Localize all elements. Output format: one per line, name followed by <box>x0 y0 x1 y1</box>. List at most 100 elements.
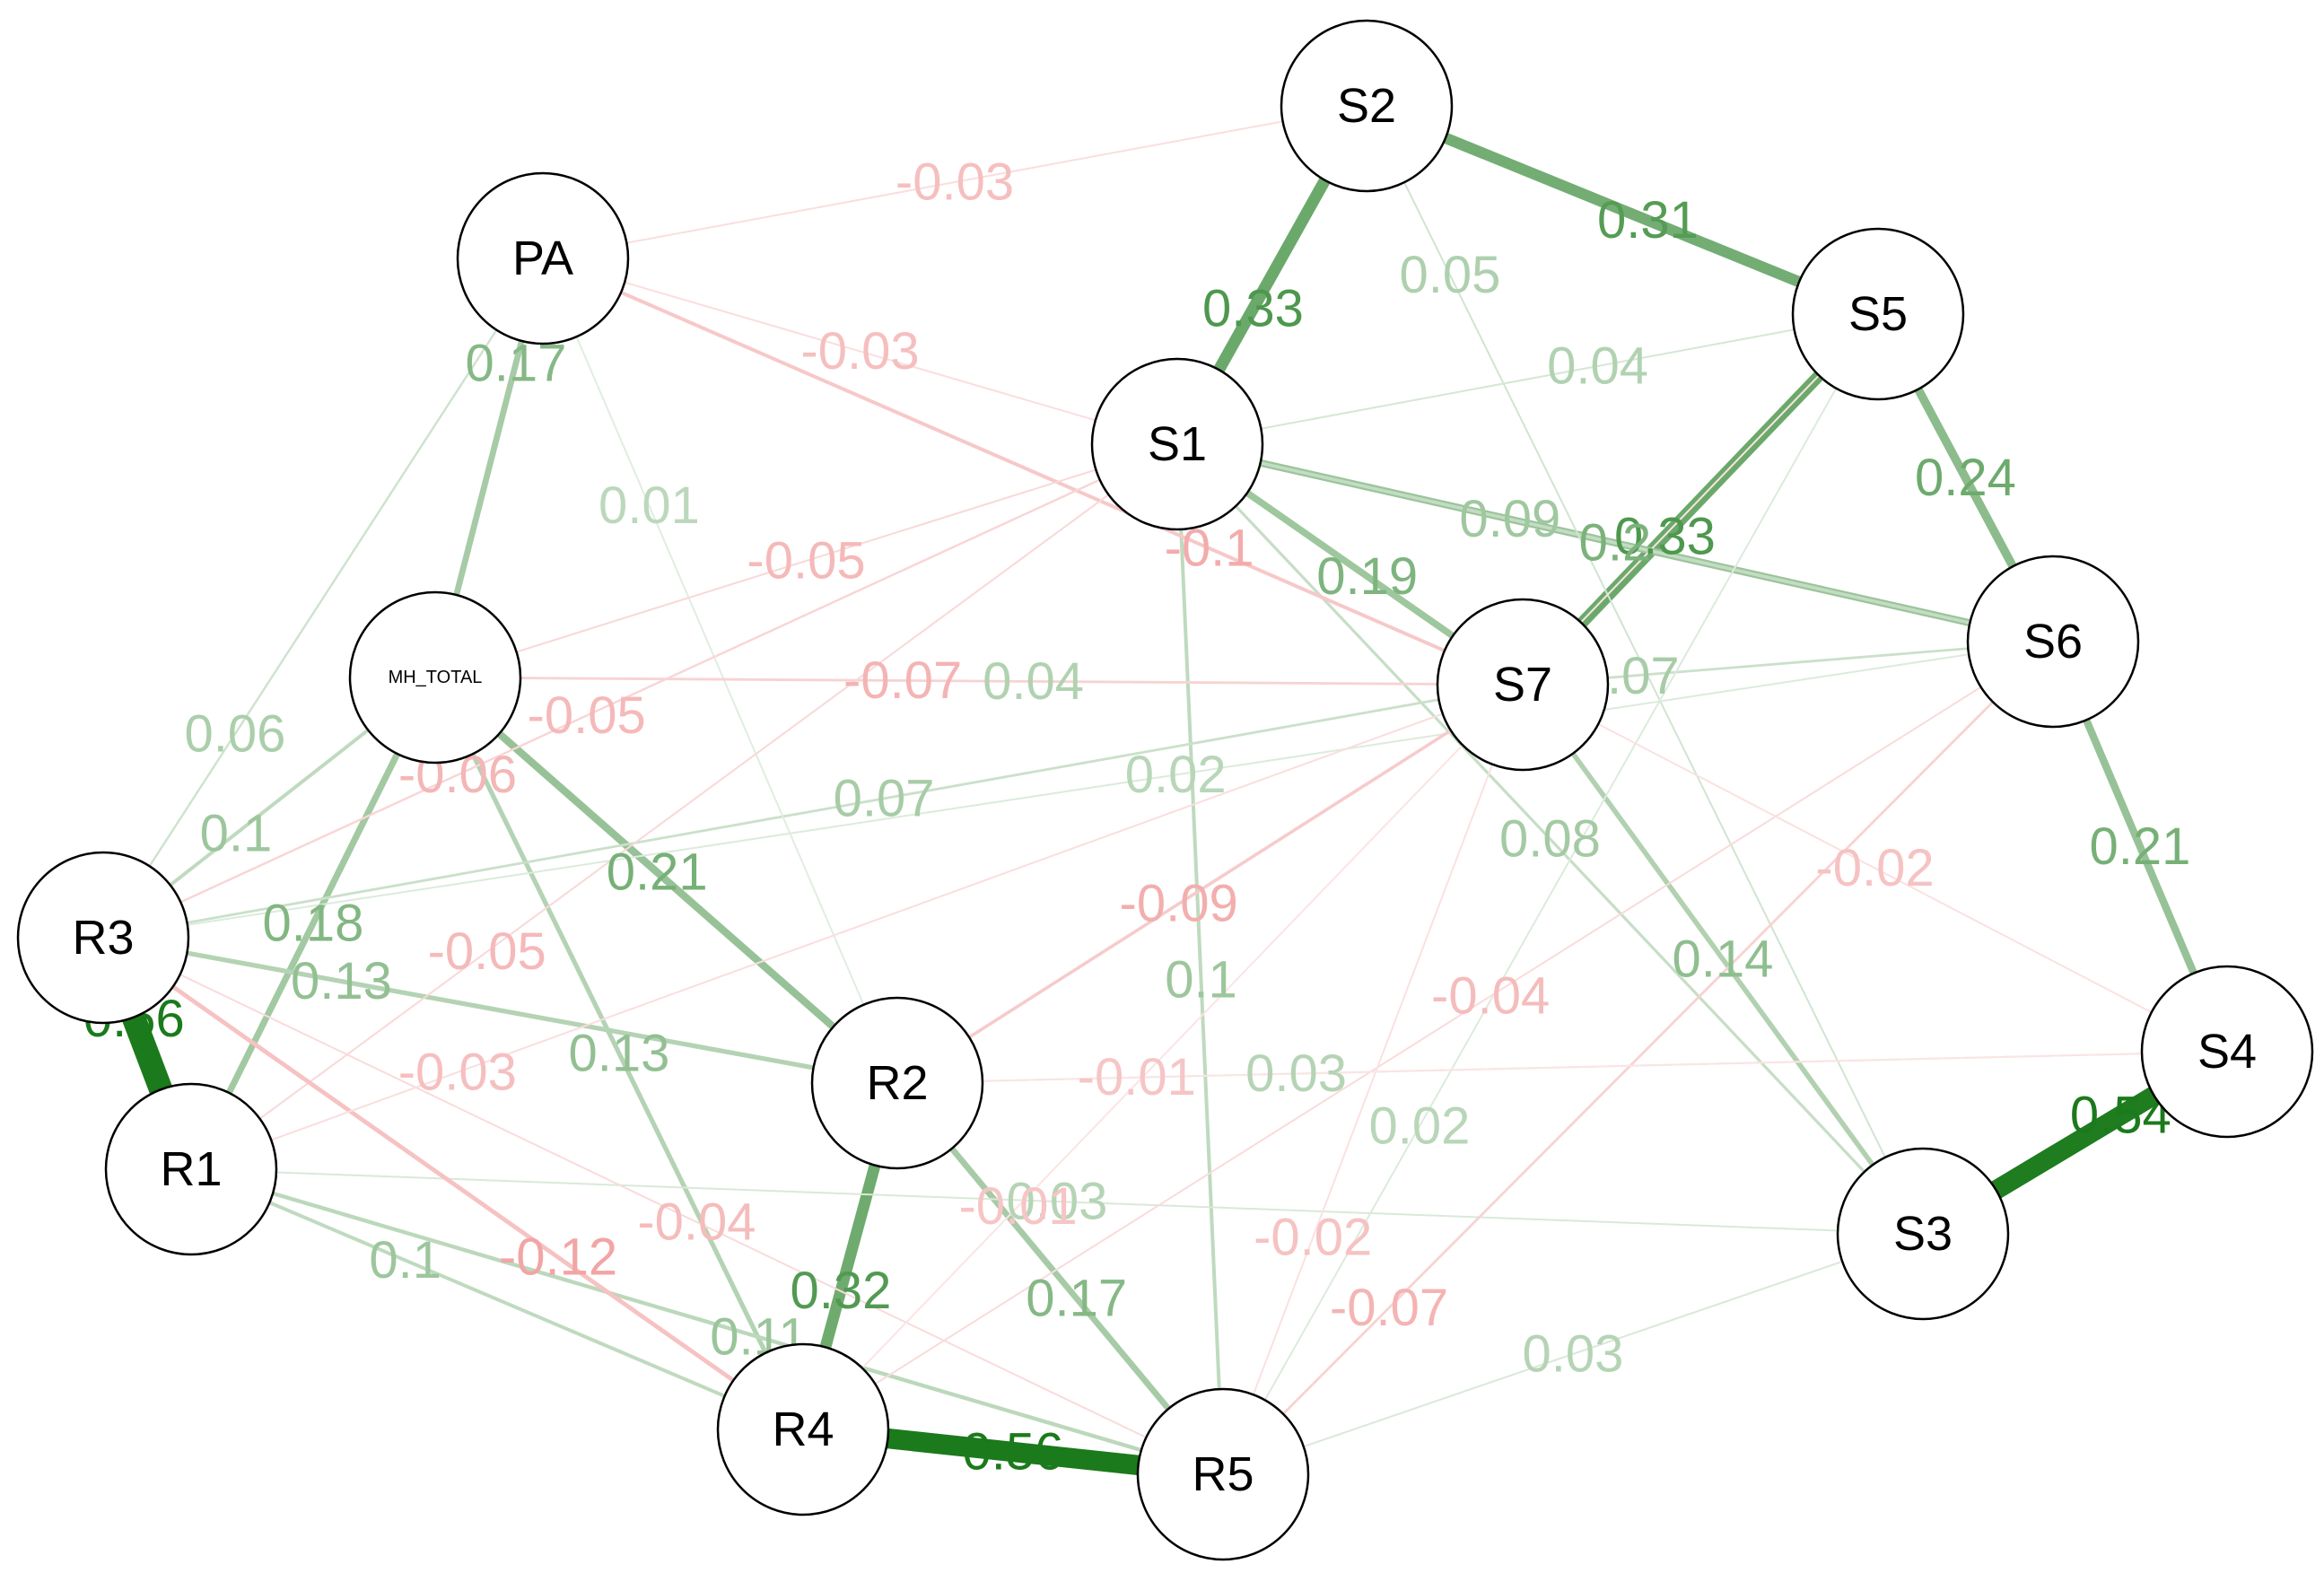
edge-label-r3-r2: 0.13 <box>291 952 392 1010</box>
edge-r5-s3 <box>1222 1233 1924 1475</box>
edge-r5-s5 <box>1222 313 1879 1475</box>
node-s1[interactable]: S1 <box>1090 357 1264 531</box>
edge-label-mh_total-r4: 0.13 <box>569 1025 670 1083</box>
edge-s1-s6 <box>1176 442 2054 643</box>
node-r3[interactable]: R3 <box>16 851 190 1025</box>
node-circle <box>2140 965 2314 1139</box>
edge-s2-s3 <box>1366 105 1924 1235</box>
node-label: S4 <box>2197 1025 2257 1079</box>
node-label: S1 <box>1148 417 1207 471</box>
node-circle <box>1966 555 2140 729</box>
edge-label-r2-s4: -0.01 <box>1078 1048 1196 1106</box>
edge-label-r1-s7: -0.03 <box>398 1044 517 1102</box>
edge-r1-s7 <box>190 684 1524 1170</box>
edge-label-s5-s7: 0.33 <box>1614 507 1716 565</box>
edge-label-s1-s3: 0.08 <box>1499 810 1601 869</box>
edge-mh_total-r1 <box>188 676 439 1171</box>
node-label: R4 <box>772 1403 834 1456</box>
edge-r4-s6 <box>802 641 2054 1430</box>
edge-s2-s5 <box>1364 100 1881 319</box>
node-s3[interactable]: S3 <box>1836 1147 2010 1321</box>
node-mh_total[interactable]: MH_TOTAL <box>348 590 522 765</box>
edge-mh_total-r4 <box>432 676 806 1431</box>
edge-r4-s5 <box>802 313 1879 1430</box>
edge-label-r5-s5: 0.02 <box>1369 1097 1471 1156</box>
node-circle <box>1436 598 1610 772</box>
edge-r2-s7 <box>896 683 1524 1085</box>
node-s5[interactable]: S5 <box>1791 227 1965 401</box>
node-circle <box>456 171 630 345</box>
edge-label-s5-s6: 0.24 <box>1915 449 2016 507</box>
node-label: S2 <box>1337 79 1396 133</box>
node-s2[interactable]: S2 <box>1280 19 1454 193</box>
edge-label-r3-r5: -0.04 <box>637 1193 756 1251</box>
edge-s1-s3 <box>1175 442 1925 1236</box>
edge-pa-s2 <box>542 105 1367 259</box>
node-label: PA <box>512 232 573 285</box>
edge-label-s2-s3: 0.05 <box>1400 246 1501 304</box>
edge-label-s1-s5: 0.04 <box>1547 337 1648 396</box>
node-circle <box>348 590 522 765</box>
edge-r1-s1 <box>190 443 1178 1170</box>
edge-label-mh_total-s1: -0.05 <box>747 532 865 590</box>
edge-label-s2-s1: 0.33 <box>1202 280 1304 338</box>
edge-label-s1-s7: 0.19 <box>1316 547 1418 606</box>
node-s4[interactable]: S4 <box>2140 965 2314 1139</box>
node-r1[interactable]: R1 <box>104 1082 278 1256</box>
edge-s7-s3 <box>1520 683 1926 1236</box>
edge-label-pa-s2: -0.03 <box>896 153 1014 212</box>
edge-mh_total-s7 <box>434 676 1524 686</box>
edge-label-r1-s1: -0.05 <box>428 922 546 981</box>
node-circle <box>16 851 190 1025</box>
node-label: S5 <box>1848 287 1908 341</box>
node-r5[interactable]: R5 <box>1136 1387 1310 1561</box>
node-s6[interactable]: S6 <box>1966 555 2140 729</box>
node-circle <box>810 996 984 1170</box>
edge-label-s1-r5: 0.1 <box>1165 950 1237 1009</box>
node-r2[interactable]: R2 <box>810 996 984 1170</box>
edge-r2-s4 <box>896 1051 2228 1084</box>
node-label: R1 <box>160 1142 222 1196</box>
edge-mh_total-s1 <box>434 443 1178 678</box>
edge-label-s2-s5: 0.31 <box>1597 191 1699 249</box>
edge-label-s6-s4: 0.21 <box>2090 817 2191 876</box>
edge-label-r5-s7: -0.02 <box>1254 1209 1372 1267</box>
edge-label-r3-s1: -0.05 <box>528 686 646 745</box>
node-pa[interactable]: PA <box>456 171 630 345</box>
edge-label-r2-s4: 0.03 <box>1245 1044 1347 1103</box>
edge-label-r5-s6: -0.07 <box>1330 1279 1448 1337</box>
node-circle <box>1836 1147 2010 1321</box>
edge-label-mh_total-s7: -0.07 <box>843 651 962 710</box>
edge-r3-r5 <box>102 937 1224 1475</box>
edge-pa-s7 <box>542 257 1524 686</box>
edge-pa-r3 <box>101 258 545 939</box>
edge-label-r4-s6: -0.04 <box>1431 967 1550 1026</box>
edge-s1-r5 <box>1175 443 1225 1475</box>
node-label: S7 <box>1493 658 1552 712</box>
node-s7[interactable]: S7 <box>1436 598 1610 772</box>
edge-label-mh_total-r3: 0.1 <box>200 805 273 863</box>
edge-labels-layer: 0.560.660.540.330.330.310.320.240.210.21… <box>83 153 2191 1481</box>
edge-label-pa-s1: -0.03 <box>800 322 919 380</box>
node-circle <box>1136 1387 1310 1561</box>
edge-r3-r4 <box>101 936 805 1431</box>
edge-label-r1-s3: 0.03 <box>1007 1173 1108 1231</box>
edge-label-s1-s6: 0.09 <box>1459 490 1560 548</box>
node-circle <box>1090 357 1264 531</box>
edge-s7-s4 <box>1522 684 2228 1053</box>
edge-label-mh_total-r2: 0.21 <box>607 843 708 901</box>
edge-label-r4-s5: -0.01 <box>958 1177 1077 1236</box>
edge-r5-s7 <box>1222 684 1524 1475</box>
node-label: R3 <box>72 911 134 965</box>
node-circle <box>104 1082 278 1256</box>
edge-label-r3-s6: 0.02 <box>1125 746 1227 804</box>
node-label: MH_TOTAL <box>389 668 483 687</box>
edge-label-s1-s6: 0.2 <box>1579 514 1652 572</box>
edge-r3-s6 <box>102 641 2054 939</box>
edge-r3-s7 <box>102 683 1524 939</box>
node-r4[interactable]: R4 <box>716 1342 890 1516</box>
edge-label-r2-s7: -0.09 <box>1120 875 1238 933</box>
node-label: R5 <box>1192 1447 1254 1501</box>
node-circle <box>716 1342 890 1516</box>
